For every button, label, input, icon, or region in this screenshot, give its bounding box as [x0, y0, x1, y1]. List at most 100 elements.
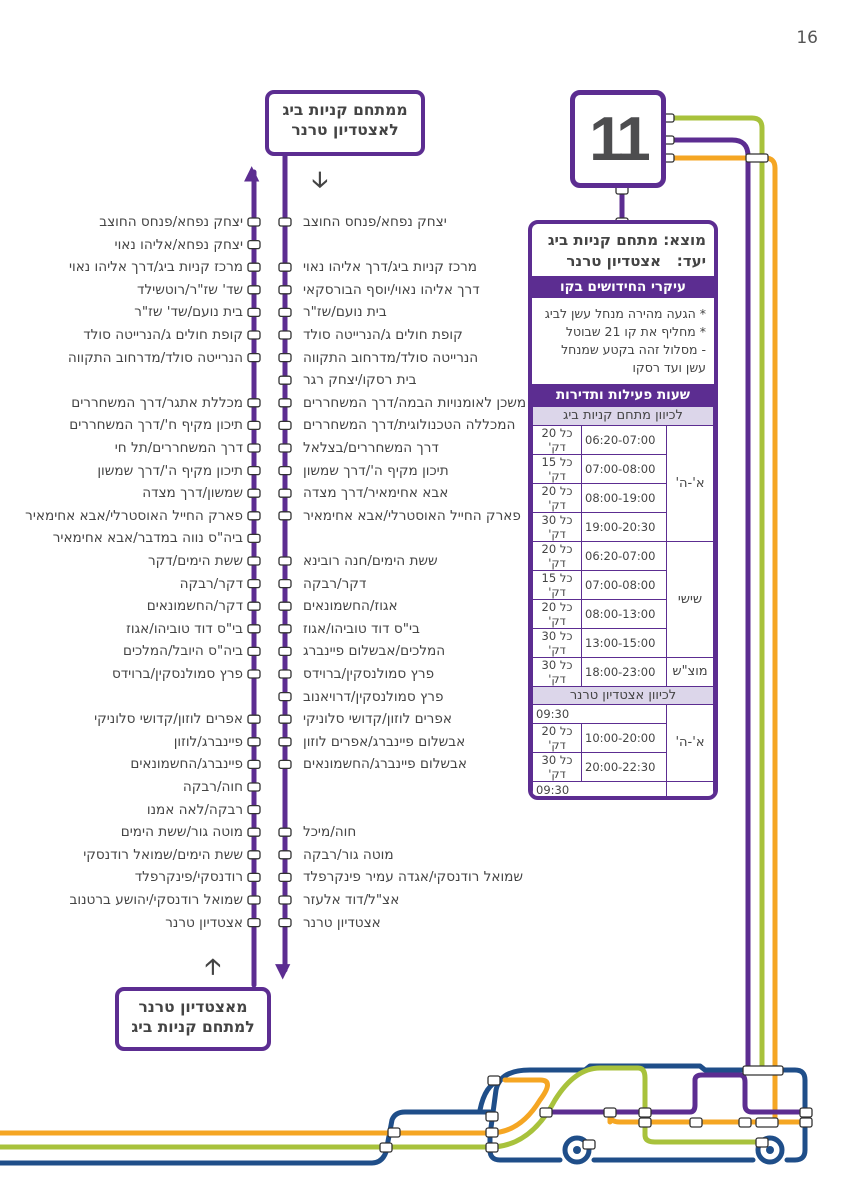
- return-stop: רבקה/לאה אמנו: [146, 801, 243, 818]
- stop-marker: [278, 850, 292, 860]
- stop-marker: [278, 624, 292, 634]
- return-stop: בית נועם/שד' שז"ר: [134, 304, 243, 321]
- schedule-hours: 09:30: [532, 780, 667, 796]
- outbound-stop: אצ"ל/דוד אלעזר: [303, 892, 400, 908]
- schedule-day: שישי: [666, 780, 714, 796]
- stop-marker: [278, 827, 292, 837]
- return-stop: פיינברג/לוזון: [173, 733, 243, 750]
- stop-marker: [278, 895, 292, 905]
- stop-marker: [247, 782, 261, 792]
- schedule-hours: 08:00-19:00: [581, 482, 667, 513]
- arrow-down-icon: 🡣: [312, 168, 328, 193]
- destination-label: יעד:: [676, 252, 706, 270]
- return-stop: פארק החייל האוסטרלי/אבא אחימאיר: [25, 507, 243, 524]
- news-list: * הגעה מהירה מנחל עשן לביג * מחליף את קו…: [532, 298, 714, 384]
- stop-marker: [278, 375, 292, 385]
- route-info-panel: מוצא: מתחם קניות ביג יעד: אצטדיון טרנר ע…: [528, 220, 718, 800]
- return-stop: ביה"ס נווה במדבר/אבא אחימאיר: [52, 530, 243, 547]
- stop-marker: [278, 737, 292, 747]
- stop-marker: [278, 872, 292, 883]
- return-stop: מכללת אתגר/דרך המשחררים: [71, 394, 243, 411]
- stop-marker: [247, 352, 261, 363]
- outbound-stop: אבשלום פיינברג/אפרים לוזון: [303, 733, 466, 750]
- outbound-stop: פרץ סמולנסקין/ברוידס: [303, 666, 435, 682]
- return-stop: אפרים לוזון/קדושי סלוניקי: [94, 711, 243, 728]
- return-stop: פיינברג/החשמונאים: [130, 756, 243, 773]
- stop-marker: [247, 330, 261, 340]
- stop-marker: [247, 624, 261, 634]
- route-number-badge: 11: [570, 90, 666, 188]
- schedule-row: א'-ה'09:30: [532, 704, 714, 782]
- stop-marker: [247, 578, 261, 589]
- return-stop: פרץ סמולנסקין/ברוידס: [111, 666, 243, 682]
- schedule-hours: 09:30: [532, 704, 667, 724]
- schedule-day: מוצ"ש: [666, 656, 714, 687]
- stop-marker: [278, 488, 292, 498]
- stop-marker: [278, 691, 292, 702]
- outbound-stop: אבא אחימאיר/דרך מצדה: [303, 485, 449, 502]
- schedule-hours: 08:00-13:00: [581, 598, 667, 629]
- schedule-hours: 06:20-07:00: [581, 424, 667, 455]
- schedule-day: א'-ה': [666, 704, 714, 782]
- arrow-up-icon: 🡡: [205, 955, 221, 980]
- stop-marker: [278, 759, 292, 770]
- stop-marker: [278, 578, 292, 589]
- stop-marker: [247, 420, 261, 431]
- stop-marker: [278, 443, 292, 453]
- schedule-frequency: כל 30 דק': [532, 627, 582, 658]
- schedule-hours: 06:20-07:00: [581, 540, 667, 571]
- schedule-day: שישי: [666, 540, 714, 658]
- stop-marker: [278, 917, 292, 928]
- schedule-title: שעות פעילות ותדירות: [532, 384, 714, 406]
- stop-marker: [247, 217, 261, 227]
- return-stop: תיכון מקיף ה'/דרך שמשון: [97, 462, 243, 479]
- schedule-direction-header: לכיוון מתחם קניות ביג: [532, 406, 714, 426]
- schedule-frequency: כל 30 דק': [532, 751, 582, 782]
- page-number: 16: [796, 28, 818, 48]
- return-stop: מרכז קניות ביג/דרך אליהו נאוי: [68, 259, 243, 276]
- outbound-stop: בית רסקו/יצחק רגר: [303, 372, 417, 389]
- return-stop: יצחק נפחא/אליהו נאוי: [114, 236, 243, 253]
- schedule-frequency: כל 15 דק': [532, 453, 582, 484]
- stop-marker: [278, 217, 292, 227]
- stop-marker: [278, 398, 292, 408]
- outbound-stop: פרץ סמולנסקין/דרויאנוב: [303, 688, 444, 705]
- stop-marker: [278, 465, 292, 476]
- line-arrow-up-icon: ▲: [244, 160, 260, 184]
- outbound-stop: הנרייטה סולד/מדרחוב התקווה: [303, 349, 479, 366]
- stop-marker: [278, 669, 292, 679]
- green-line: [665, 115, 765, 1073]
- return-stop: שמשון/דרך מצדה: [142, 485, 243, 502]
- stop-marker: [247, 759, 261, 770]
- stop-marker: [247, 556, 261, 566]
- stop-marker: [247, 872, 261, 883]
- schedule-hours: 07:00-08:00: [581, 569, 667, 600]
- return-stop: אצטדיון טרנר: [165, 914, 243, 931]
- news-title: עיקרי החידושים בקו: [532, 276, 714, 298]
- purple-bus-line: [542, 1072, 808, 1115]
- outbound-stop: אפרים לוזון/קדושי סלוניקי: [303, 711, 452, 728]
- schedule-hours: 18:00-23:00: [581, 656, 667, 687]
- schedule-frequency: כל 30 דק': [532, 656, 582, 687]
- stop-marker: [278, 330, 292, 340]
- outbound-stop: דרך אליהו נאוי/יוסף הבורסקאי: [303, 281, 480, 298]
- schedule-frequency: כל 15 דק': [532, 569, 582, 600]
- direction-to: לאצטדיון טרנר: [291, 121, 399, 139]
- outbound-stop: ששת הימים/חנה רובינא: [303, 553, 438, 569]
- outbound-stop: אצטדיון טרנר: [303, 914, 381, 931]
- outbound-stop: חוה/מיכל: [303, 824, 357, 841]
- outbound-stop: משכן לאומנויות הבמה/דרך המשחררים: [303, 394, 527, 411]
- origin-value: מתחם קניות ביג: [547, 231, 659, 249]
- schedule-frequency: כל 20 דק': [532, 482, 582, 513]
- return-stop: שמואל רודנסקי/יהושע ברטנוב: [69, 892, 243, 908]
- schedule-direction-header: לכיוון אצטדיון טרנר: [532, 685, 714, 705]
- stop-marker: [247, 601, 261, 611]
- stop-marker: [247, 737, 261, 747]
